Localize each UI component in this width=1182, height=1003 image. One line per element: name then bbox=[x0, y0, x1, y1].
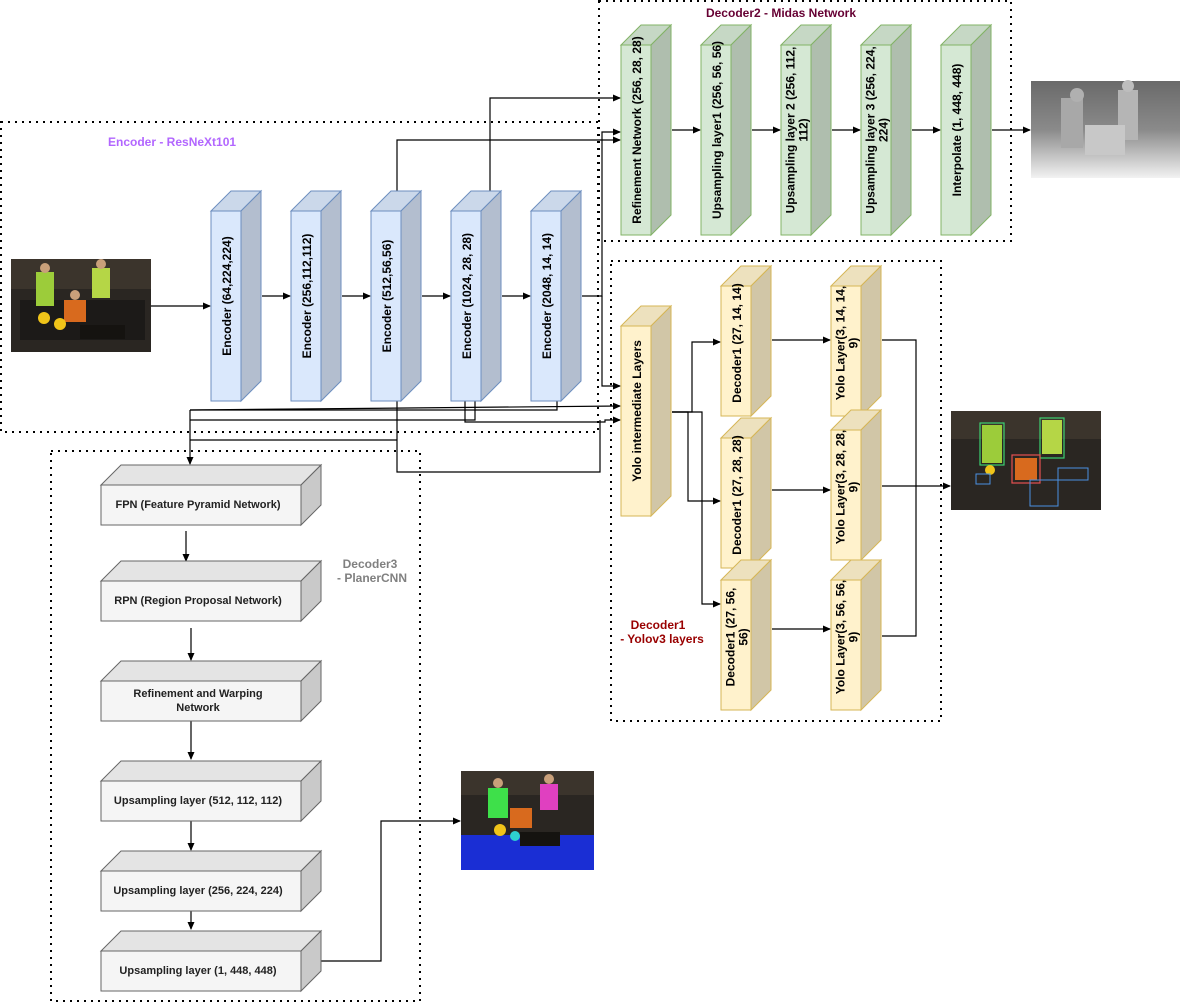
encoder-block-label: Encoder (2048, 14, 14) bbox=[540, 233, 554, 359]
arrow-enc4-to-yolo bbox=[464, 401, 621, 424]
planer-group-title-line1: Decoder3 bbox=[343, 557, 398, 571]
encoder-block-2: Encoder (256,112,112) bbox=[289, 189, 343, 403]
input-image bbox=[11, 259, 151, 352]
arrow-bus-to-yolo bbox=[189, 402, 621, 411]
block-label: Upsampling layer (1, 448, 448) bbox=[119, 965, 276, 977]
midas-block-1: Refinement Network (256, 28, 28) bbox=[619, 23, 673, 237]
arrow-enc3-to-yolo bbox=[396, 401, 601, 473]
detection-image bbox=[951, 411, 1101, 510]
arrow-enc5-to-yolo bbox=[601, 296, 621, 390]
midas-block-2: Upsampling layer1 (256, 56, 56) bbox=[699, 23, 753, 237]
block-label: 224) bbox=[877, 118, 891, 142]
block-label: Refinement Network (256, 28, 28) bbox=[630, 36, 644, 223]
arrow-enc-to-fpn-a bbox=[190, 401, 476, 421]
block-label: Upsampling layer1 (256, 56, 56) bbox=[710, 41, 724, 219]
planer-group-frame bbox=[50, 450, 421, 1002]
block-label: Interpolate (1, 448, 448) bbox=[950, 64, 964, 197]
yolo-layer-block-1: Yolo Layer(3, 14, 14,9) bbox=[829, 264, 883, 418]
block-label: Network bbox=[176, 702, 220, 714]
arrow-yolo-to-dec1 bbox=[672, 338, 721, 413]
planer-blocks: FPN (Feature Pyramid Network) RPN (Region… bbox=[99, 463, 323, 993]
arrow-enc4-to-refinement bbox=[489, 94, 621, 191]
block-label: Decoder1 (27, 56, bbox=[724, 588, 738, 687]
connectors bbox=[151, 94, 1031, 962]
encoder-block-3: Encoder (512,56,56) bbox=[369, 189, 423, 403]
yolo-group-title-line2: - Yolov3 layers bbox=[620, 632, 704, 646]
encoder-blocks: Encoder (64,224,224) Encoder (256,112,112… bbox=[209, 189, 583, 403]
arrow-enc5-to-midas bbox=[582, 128, 621, 297]
encoder-block-label: Encoder (256,112,112) bbox=[300, 234, 314, 359]
decoder1-block-1: Decoder1 (27, 14, 14) bbox=[719, 264, 773, 418]
encoder-group-title: Encoder - ResNeXt101 bbox=[108, 135, 236, 149]
block-label: Yolo Layer(3, 14, 14, bbox=[834, 286, 848, 401]
block-label: FPN (Feature Pyramid Network) bbox=[115, 499, 280, 511]
yolo-blocks: Yolo intermediate Layers Decoder1 (27, 14… bbox=[619, 264, 883, 712]
midas-blocks: Refinement Network (256, 28, 28) Upsampli… bbox=[619, 23, 993, 237]
block-label: Decoder1 (27, 28, 28) bbox=[730, 435, 744, 554]
block-label: Upsampling layer 2 (256, 112, bbox=[784, 47, 798, 214]
block-label: Yolo Layer(3, 56, 56, bbox=[834, 580, 848, 695]
encoder-block-label: Encoder (512,56,56) bbox=[380, 240, 394, 353]
planer-block-2: RPN (Region Proposal Network) bbox=[99, 559, 323, 623]
block-label: 56) bbox=[737, 628, 751, 645]
planer-block-5: Upsampling layer (256, 224, 224) bbox=[99, 849, 323, 913]
planer-block-6: Upsampling layer (1, 448, 448) bbox=[99, 929, 323, 993]
yolo-group-frame bbox=[610, 260, 942, 722]
midas-block-4: Upsampling layer 3 (256, 224,224) bbox=[859, 23, 913, 237]
block-label: 112) bbox=[797, 118, 811, 141]
depth-image bbox=[1031, 80, 1180, 178]
encoder-block-4: Encoder (1024, 28, 28) bbox=[449, 189, 503, 403]
encoder-block-label: Encoder (64,224,224) bbox=[220, 236, 234, 355]
planer-group-title-line2: - PlanerCNN bbox=[337, 571, 407, 585]
block-label: Yolo intermediate Layers bbox=[630, 340, 644, 482]
block-label: 9) bbox=[847, 338, 861, 349]
block-label: Decoder1 (27, 14, 14) bbox=[730, 283, 744, 402]
arrow-yolo-to-dec2 bbox=[672, 411, 721, 505]
planer-block-4: Upsampling layer (512, 112, 112) bbox=[99, 759, 323, 823]
encoder-group-frame bbox=[0, 121, 599, 433]
decoder1-block-3: Decoder1 (27, 56,56) bbox=[719, 558, 773, 712]
block-label: Refinement and Warping bbox=[133, 688, 262, 700]
yolo-group-title-line1: Decoder1 bbox=[631, 618, 686, 632]
arrow-up3-planes bbox=[301, 817, 461, 962]
block-label: Upsampling layer (256, 224, 224) bbox=[113, 885, 283, 897]
midas-group-title: Decoder2 - Midas Network bbox=[706, 6, 856, 20]
yolo-layer-block-2: Yolo Layer(3, 28, 28,9) bbox=[829, 408, 883, 562]
encoder-block-label: Encoder (1024, 28, 28) bbox=[460, 233, 474, 359]
midas-block-5: Interpolate (1, 448, 448) bbox=[939, 23, 993, 237]
block-label: RPN (Region Proposal Network) bbox=[114, 595, 282, 607]
block-label: 9) bbox=[847, 482, 861, 493]
arrow-enc5-bottom-to-yolo bbox=[190, 401, 558, 411]
block-label: 9) bbox=[847, 632, 861, 643]
arrow-yolo-to-dec3 bbox=[672, 411, 721, 608]
encoder-block-1: Encoder (64,224,224) bbox=[209, 189, 263, 403]
encoder-block-5: Encoder (2048, 14, 14) bbox=[529, 189, 583, 403]
arrow-yolo1-out bbox=[882, 339, 917, 486]
block-label: Upsampling layer 3 (256, 224, bbox=[864, 46, 878, 213]
arrow-enc3-to-refinement bbox=[396, 136, 621, 191]
yolo-layer-block-3: Yolo Layer(3, 56, 56,9) bbox=[829, 558, 883, 712]
planer-block-1: FPN (Feature Pyramid Network) bbox=[99, 463, 323, 527]
planes-image bbox=[461, 771, 594, 870]
midas-block-3: Upsampling layer 2 (256, 112,112) bbox=[779, 23, 833, 237]
midas-group-frame bbox=[598, 0, 1012, 242]
arrow-yolo3-out bbox=[882, 486, 917, 637]
block-label: Yolo Layer(3, 28, 28, bbox=[834, 430, 848, 545]
decoder1-block-2: Decoder1 (27, 28, 28) bbox=[719, 416, 773, 570]
yolo-intermediate-block: Yolo intermediate Layers bbox=[619, 304, 673, 518]
block-label: Upsampling layer (512, 112, 112) bbox=[114, 795, 282, 807]
